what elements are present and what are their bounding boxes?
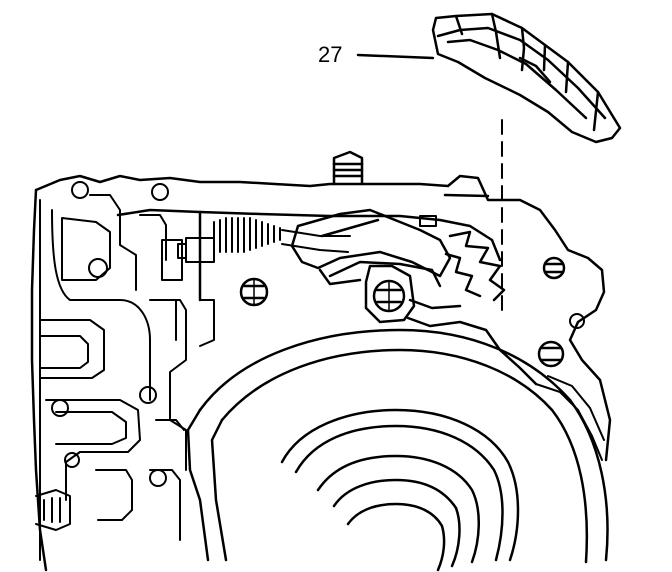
detent-spring-assembly	[177, 217, 351, 263]
park-pawl-teeth	[444, 230, 506, 302]
main-bore	[186, 328, 609, 572]
detent-lever	[290, 208, 452, 288]
case-bolt-left	[239, 277, 269, 307]
callout-leader-line	[356, 53, 435, 60]
breather-stud	[332, 150, 364, 186]
case-bolt-right-top	[542, 256, 566, 280]
center-boss	[364, 264, 538, 386]
case-bolt-center	[372, 279, 406, 313]
valve-body-passages	[35, 194, 187, 561]
case-bolt-hole	[569, 313, 585, 329]
case-detail-marks	[155, 215, 437, 431]
callout-number-27: 27	[318, 42, 342, 67]
case-bolt-right	[537, 340, 565, 368]
valve-body-bolt-holes	[51, 181, 169, 487]
removed-cover-part	[431, 12, 622, 144]
right-side-strap	[535, 375, 605, 461]
